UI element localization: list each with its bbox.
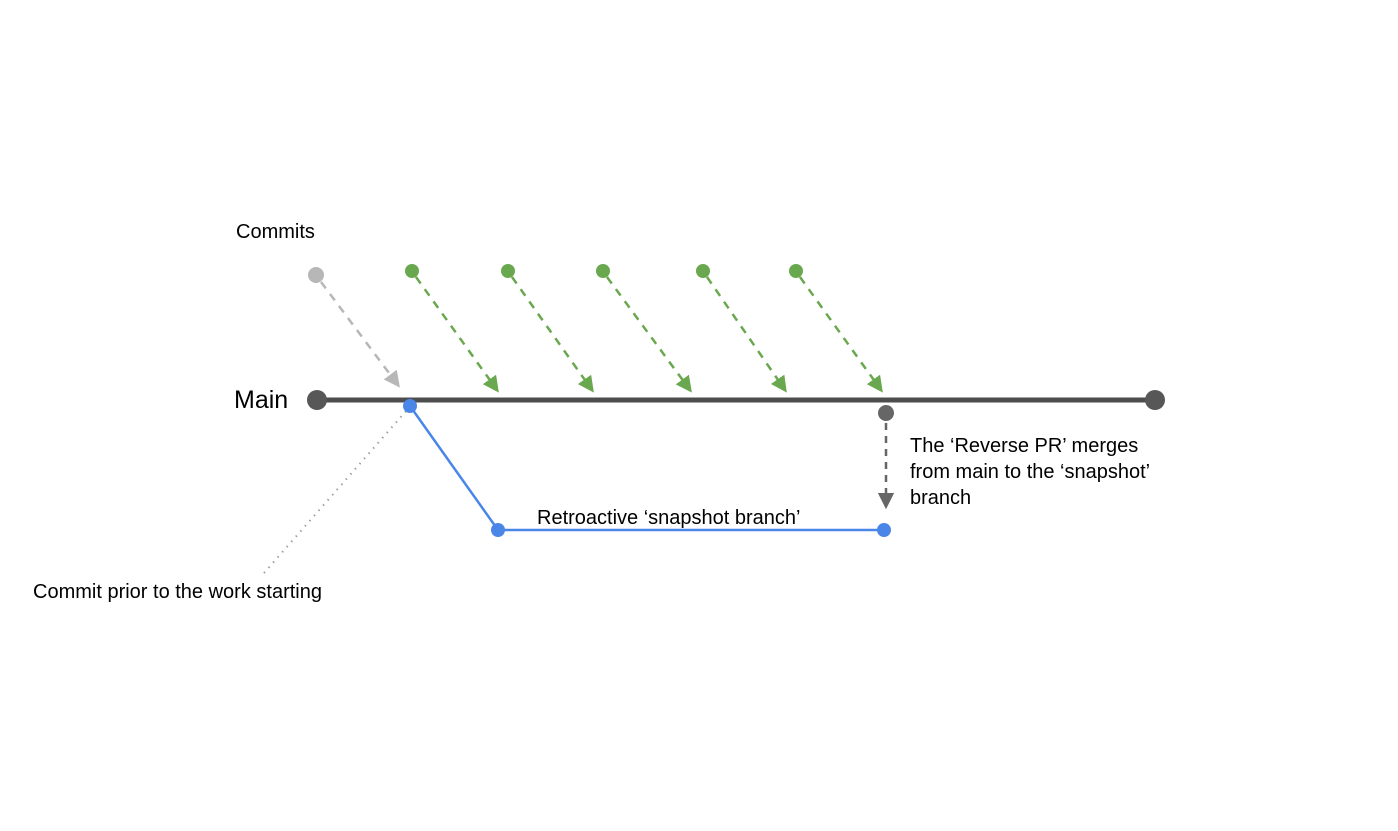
green-commit-arrow xyxy=(510,276,594,393)
green-commit-dot xyxy=(789,264,803,278)
prior-commit-dot xyxy=(308,267,324,283)
green-commit-arrow xyxy=(705,276,787,393)
main-start-commit-dot xyxy=(307,390,327,410)
main-branch-label: Main xyxy=(234,386,289,414)
green-commit-arrow xyxy=(798,276,883,393)
green-commit-arrow xyxy=(605,276,692,393)
green-commit-dot xyxy=(501,264,515,278)
main-end-commit-dot xyxy=(1145,390,1165,410)
green-commit-arrow xyxy=(414,276,499,393)
snapshot-branch-merge-dot xyxy=(877,523,891,537)
commits-label: Commits xyxy=(236,221,315,243)
snapshot-branch-fork-dot xyxy=(403,399,417,413)
green-commit-dot xyxy=(596,264,610,278)
green-commit-group-5 xyxy=(789,264,883,393)
green-commit-dot xyxy=(696,264,710,278)
prior-commit-arrow xyxy=(319,281,400,388)
snapshot-branch-first-dot xyxy=(491,523,505,537)
snapshot-branch-label: Retroactive ‘snapshot branch’ xyxy=(537,507,801,529)
green-commit-group-1 xyxy=(405,264,499,393)
reverse-pr-label: The ‘Reverse PR’ merges from main to the… xyxy=(910,435,1150,509)
reverse-pr-source-dot xyxy=(878,405,894,421)
green-commit-group-2 xyxy=(501,264,594,393)
annotation-dotted-leader-line xyxy=(263,409,408,574)
green-commit-group-4 xyxy=(696,264,787,393)
green-commit-dot xyxy=(405,264,419,278)
commit-prior-label: Commit prior to the work starting xyxy=(33,581,322,603)
green-commit-group-3 xyxy=(596,264,692,393)
